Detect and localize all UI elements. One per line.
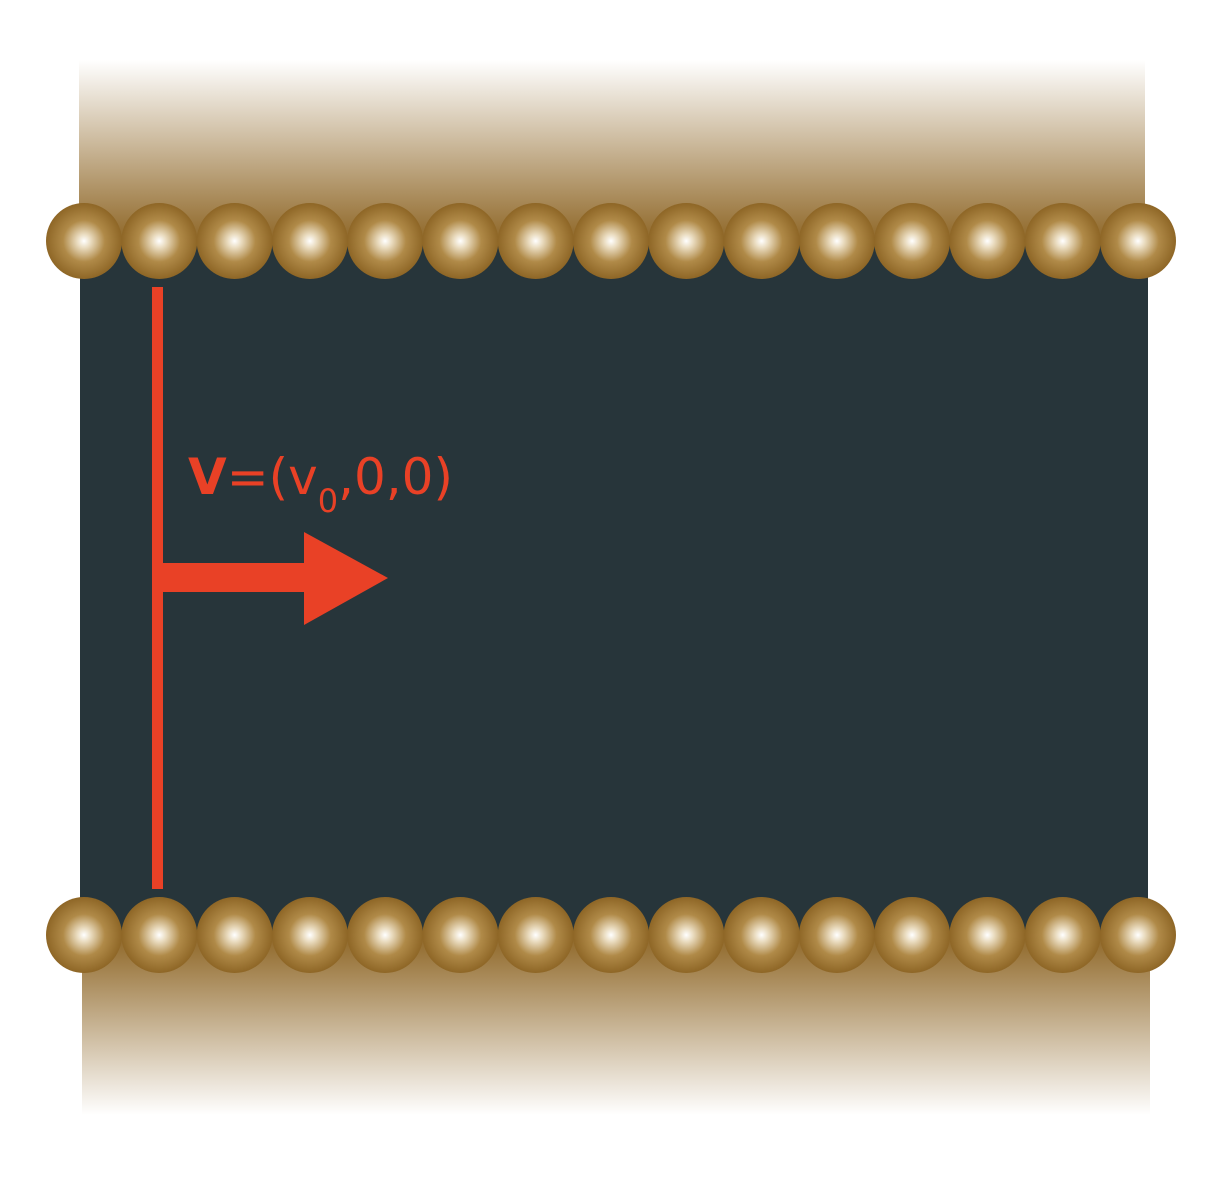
top-wall-bead	[798, 203, 875, 279]
bottom-wall-bead	[422, 897, 499, 973]
velocity-arrow	[157, 532, 388, 625]
bottom-wall-bead	[648, 897, 725, 973]
top-wall-bead	[648, 203, 725, 279]
bottom-wall-bead	[497, 897, 574, 973]
top-wall-bead	[422, 203, 499, 279]
bottom-wall-bead	[196, 897, 273, 973]
bottom-wall-bead	[949, 897, 1026, 973]
velocity-component-symbol: v	[288, 448, 318, 506]
bottom-wall-bead	[798, 897, 875, 973]
top-wall-bead	[271, 203, 348, 279]
velocity-equals: =(	[227, 448, 288, 506]
bottom-wall-bead	[1100, 897, 1176, 973]
bottom-bead-row	[46, 897, 1176, 973]
bottom-wall-bead	[271, 897, 348, 973]
bottom-wall-bead	[1024, 897, 1101, 973]
velocity-arrow-head	[304, 532, 388, 625]
top-wall-bead	[1100, 203, 1176, 279]
top-wall-bead	[1024, 203, 1101, 279]
bottom-wall-bead	[573, 897, 649, 973]
top-wall-bead	[497, 203, 574, 279]
bottom-wall-bead	[874, 897, 951, 973]
velocity-component-subscript: 0	[318, 482, 338, 520]
bottom-wall-bead	[723, 897, 800, 973]
velocity-rest: ,0,0)	[338, 448, 453, 506]
top-bead-row	[46, 203, 1176, 279]
top-wall-bead	[723, 203, 800, 279]
velocity-label: V=(v0,0,0)	[188, 448, 453, 520]
bottom-wall-bead	[46, 897, 122, 973]
top-wall-bead	[874, 203, 951, 279]
top-wall-bead	[121, 203, 198, 279]
velocity-arrow-shaft	[157, 563, 307, 592]
top-wall-bead	[196, 203, 273, 279]
bottom-wall-bead	[347, 897, 424, 973]
bottom-wall-bead	[121, 897, 198, 973]
top-wall-bead	[573, 203, 649, 279]
top-wall-bead	[949, 203, 1026, 279]
velocity-symbol: V	[188, 448, 227, 506]
top-wall-bead	[46, 203, 122, 279]
top-wall-bead	[347, 203, 424, 279]
